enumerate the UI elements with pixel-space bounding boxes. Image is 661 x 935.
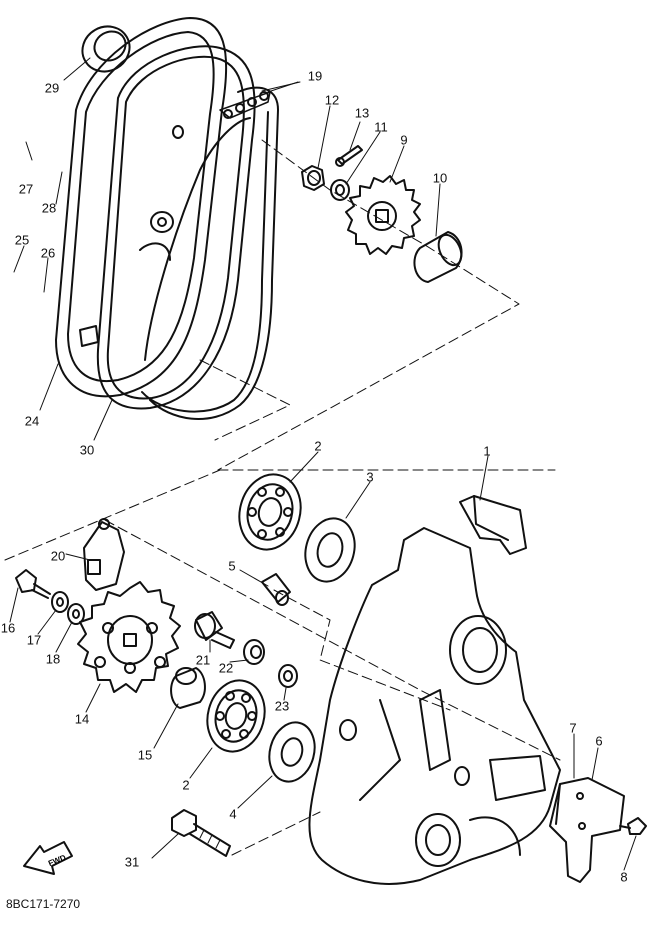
label-part-17: 17 [26, 632, 42, 648]
label-part-29: 29 [44, 80, 60, 96]
label-part-31: 31 [124, 854, 140, 870]
part-29-seal [81, 25, 131, 73]
label-part-14: 14 [74, 711, 90, 727]
part-8-screw [619, 817, 647, 835]
part-21-bolt [194, 611, 235, 649]
part-2-bearing-upper [238, 473, 302, 551]
label-part-3: 3 [366, 469, 374, 485]
label-part-28: 28 [41, 200, 57, 216]
label-part-18: 18 [45, 651, 61, 667]
label-part-24: 24 [24, 413, 40, 429]
part-12-nut [301, 165, 325, 191]
label-part-5: 5 [228, 558, 236, 574]
label-part-16: 16 [0, 620, 16, 636]
label-part-22: 22 [218, 660, 234, 676]
part-19-chain [141, 81, 301, 420]
label-part-1: 1 [483, 443, 491, 459]
assembly-axis-lines [4, 139, 561, 856]
label-part-2-upper: 2 [314, 438, 322, 454]
label-part-6: 6 [595, 733, 603, 749]
part-6-bracket [549, 777, 625, 883]
label-part-15: 15 [137, 747, 153, 763]
part-15-collar [170, 667, 206, 709]
part-5-bolt [261, 573, 291, 606]
diagram-code: 8BC171-7270 [6, 897, 81, 911]
part-9-sprocket [345, 175, 421, 255]
label-part-9: 9 [400, 132, 408, 148]
label-part-27: 27 [18, 181, 34, 197]
part-30-gasket [96, 45, 256, 410]
label-part-8: 8 [620, 869, 628, 885]
fwd-arrow-icon [23, 841, 73, 875]
part-16-bolt [15, 569, 51, 599]
label-part-10: 10 [432, 170, 448, 186]
label-part-13: 13 [354, 105, 370, 121]
label-part-26: 26 [40, 245, 56, 261]
label-part-4: 4 [229, 806, 237, 822]
label-part-12: 12 [324, 92, 340, 108]
part-22-bush [243, 639, 265, 665]
label-part-11: 11 [374, 119, 388, 135]
part-13-cotter-pin [335, 145, 363, 167]
label-part-25: 25 [14, 232, 30, 248]
part-18-washer [67, 603, 85, 625]
part-24-cover [55, 17, 228, 398]
part-10-collar [413, 231, 463, 283]
part-17-washer [51, 591, 69, 613]
part-23-washer [278, 664, 298, 688]
part-20-tensioner [83, 518, 125, 591]
leader-lines [9, 57, 637, 871]
label-part-2-lower: 2 [182, 777, 190, 793]
label-part-19: 19 [307, 68, 323, 84]
part-4-seal [268, 721, 316, 783]
label-part-20: 20 [50, 548, 66, 564]
part-11-washer [330, 179, 350, 201]
label-part-21: 21 [195, 652, 211, 668]
part-14-sprocket [77, 581, 181, 693]
part-31-bolt [171, 809, 231, 857]
part-2-bearing-lower [206, 679, 266, 753]
label-part-7: 7 [569, 720, 577, 736]
label-part-30: 30 [79, 442, 95, 458]
part-1-case [308, 495, 561, 885]
part-3-seal [304, 517, 356, 583]
label-part-23: 23 [274, 698, 290, 714]
